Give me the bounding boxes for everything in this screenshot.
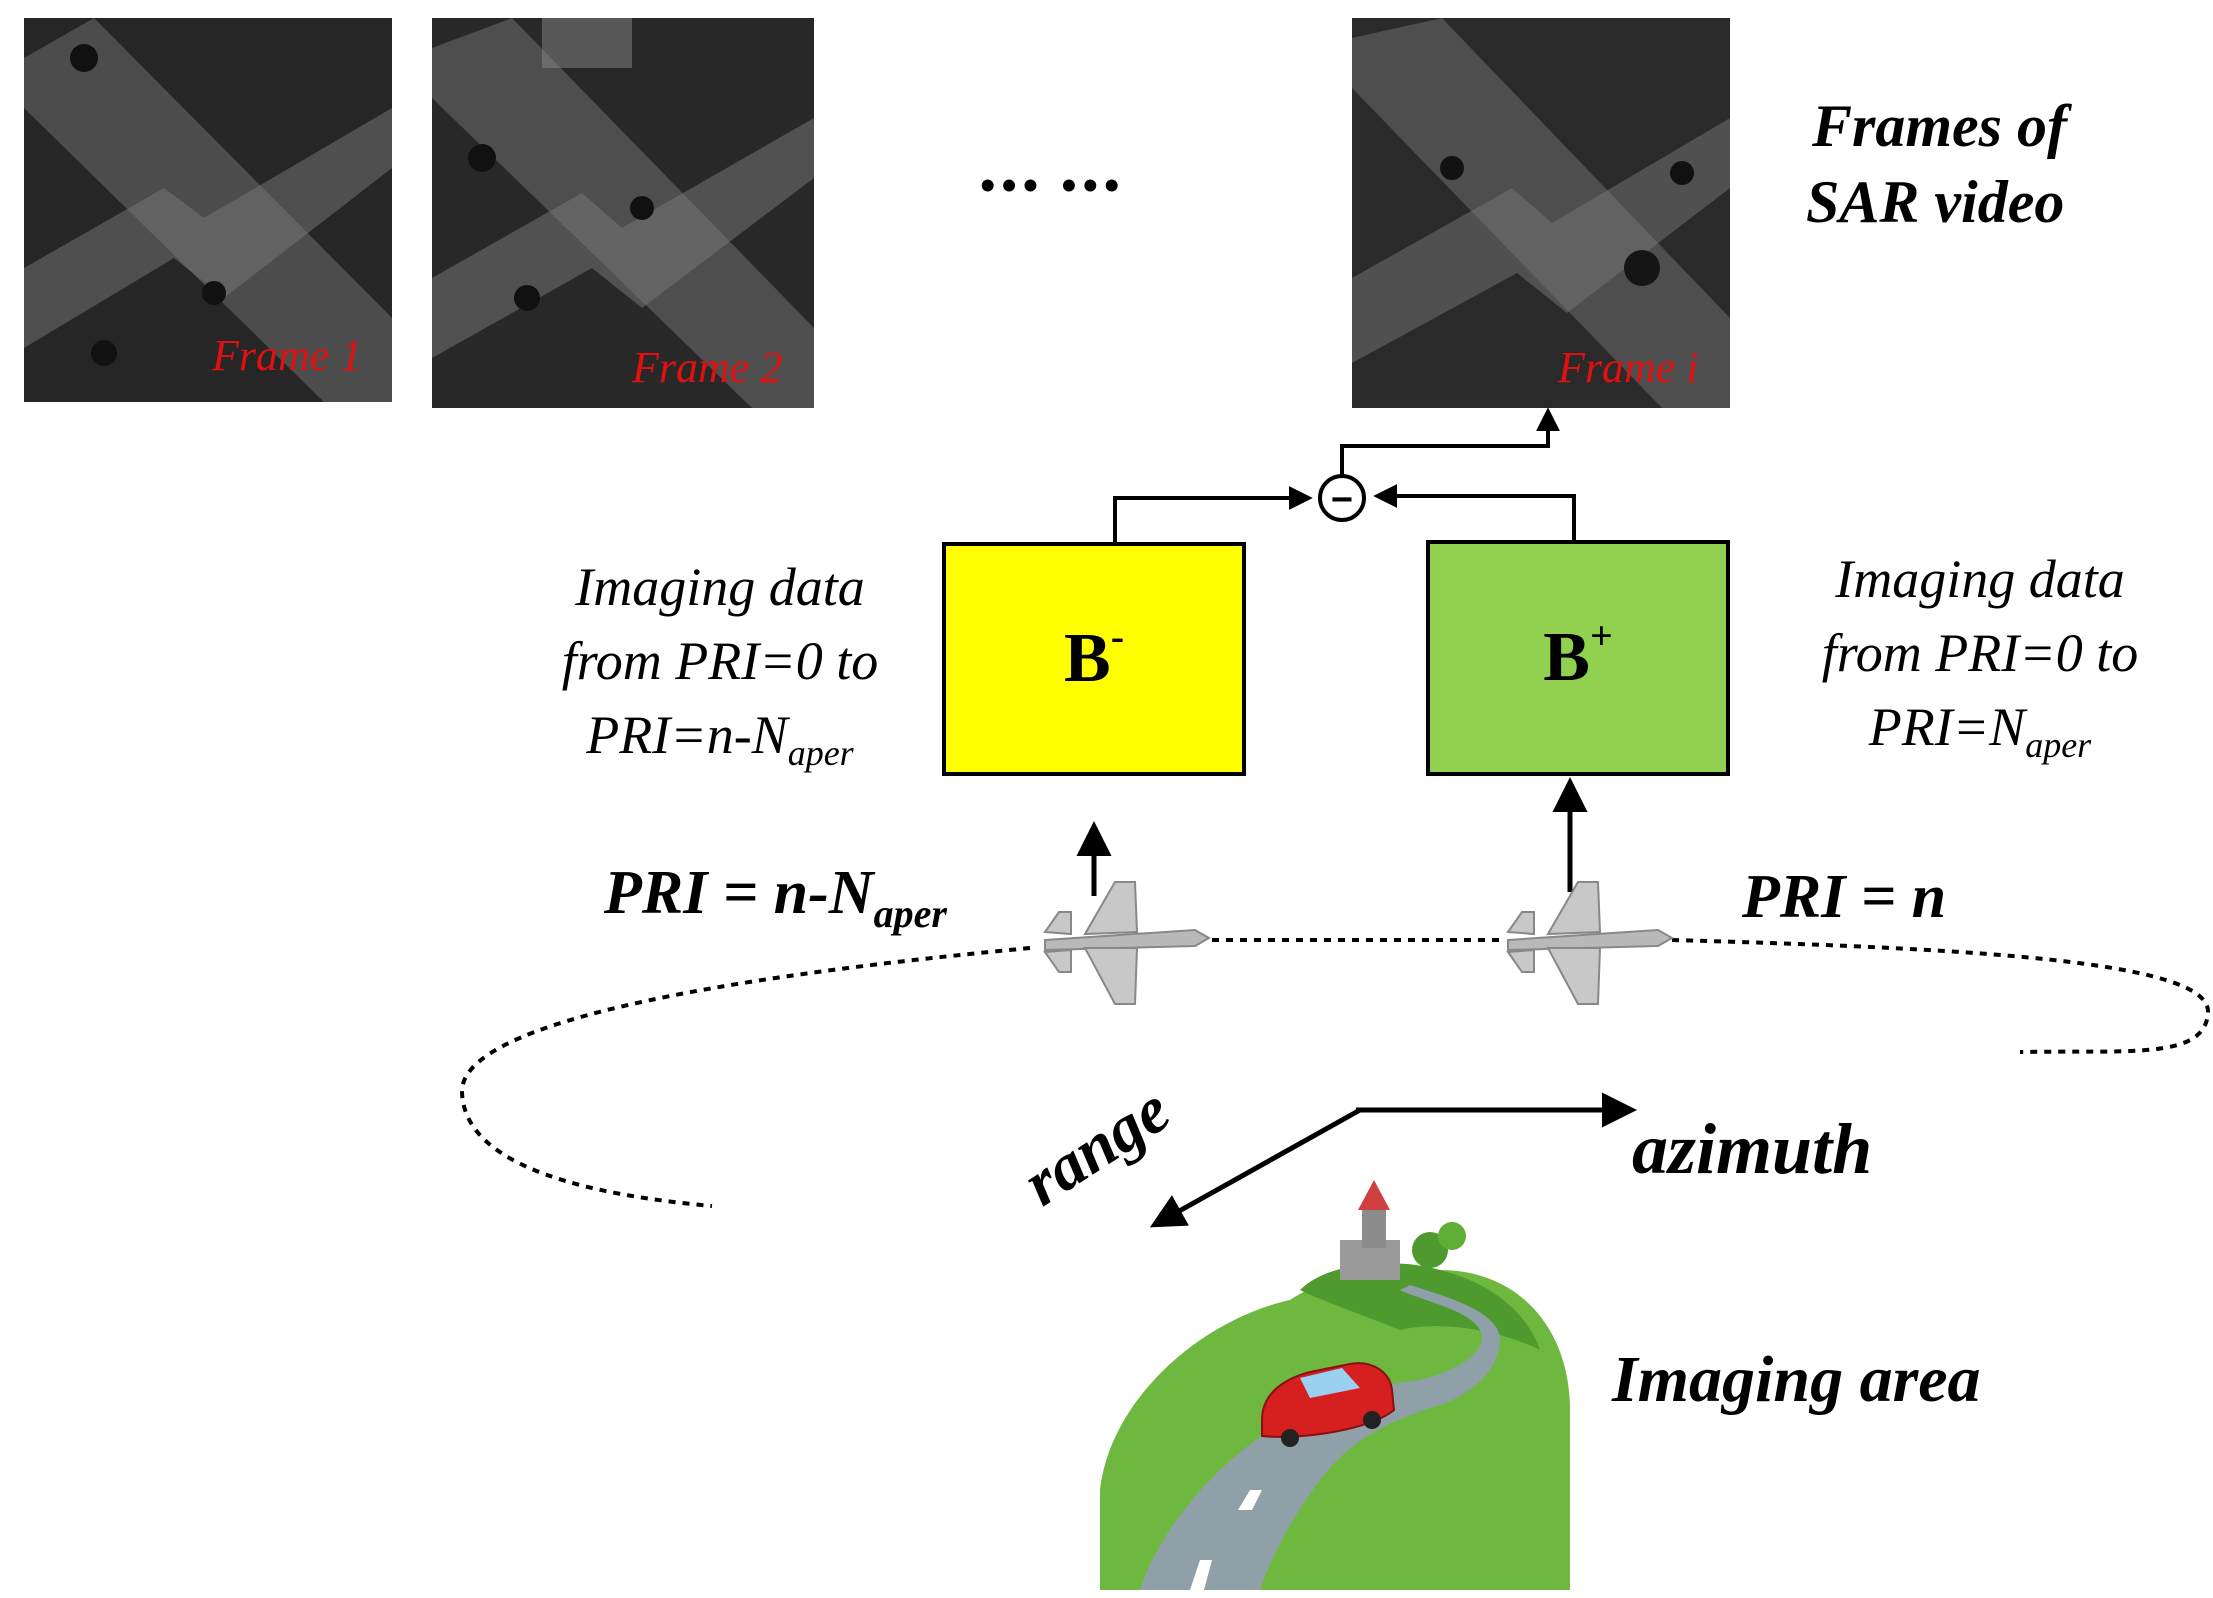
sar-frame-2: Frame 2: [432, 18, 814, 408]
box-b-plus-label: B+: [1543, 613, 1613, 696]
right-desc-line-2: from PRI=0 to: [1821, 623, 2139, 683]
left-desc-line-1: Imaging data: [575, 557, 865, 617]
right-description: Imaging data from PRI=0 to PRI=Naper: [1770, 542, 2190, 770]
pri-left-label: PRI = n-Naper: [604, 859, 947, 936]
red-car-icon: [1261, 1362, 1396, 1447]
azimuth-label: azimuth: [1632, 1109, 1873, 1189]
title-line-1: Frames of: [1812, 93, 2067, 159]
arrow-b-plus-to-subtractor: [1373, 484, 1576, 540]
sar-frame-1: Frame 1: [24, 18, 392, 402]
arrow-b-minus-to-subtractor: [1113, 486, 1313, 542]
sar-frame-i-image: [1352, 18, 1730, 408]
sar-frame-i: Frame i: [1352, 18, 1730, 408]
castle-icon: [1340, 1180, 1466, 1280]
imaging-area-illustration: [1100, 1180, 1570, 1590]
subtractor-symbol: −: [1331, 479, 1353, 521]
flight-path-right: [1671, 938, 2211, 1054]
sar-frame-1-image: [24, 18, 392, 402]
box-b-plus: B+: [1426, 540, 1730, 776]
imaging-area-label: Imaging area: [1612, 1343, 1981, 1416]
arrow-subtractor-to-frame-i: [1340, 407, 1560, 476]
frame-2-label: Frame 2: [632, 343, 783, 392]
frame-1-label: Frame 1: [212, 331, 363, 380]
left-desc-line-3: PRI=n-Naper: [586, 705, 854, 773]
frame-i-label: Frame i: [1558, 343, 1699, 392]
flight-path-left: [459, 946, 1031, 1208]
ellipsis: ••• •••: [980, 161, 1126, 210]
box-b-minus-label: B-: [1063, 614, 1125, 697]
aircraft-left-icon: [1043, 881, 1212, 1005]
left-description: Imaging data from PRI=0 to PRI=n-Naper: [500, 550, 940, 778]
title-line-2: SAR video: [1806, 169, 2065, 235]
sar-frame-2-image: [432, 18, 814, 408]
right-desc-line-3: PRI=Naper: [1868, 697, 2092, 765]
right-desc-line-1: Imaging data: [1835, 549, 2125, 609]
range-axis-arrow: [1149, 1107, 1362, 1228]
left-desc-line-2: from PRI=0 to: [561, 631, 879, 691]
pri-right-label: PRI = n: [1742, 863, 1947, 931]
aircraft-right-icon: [1506, 881, 1675, 1005]
box-b-minus: B-: [942, 542, 1246, 776]
